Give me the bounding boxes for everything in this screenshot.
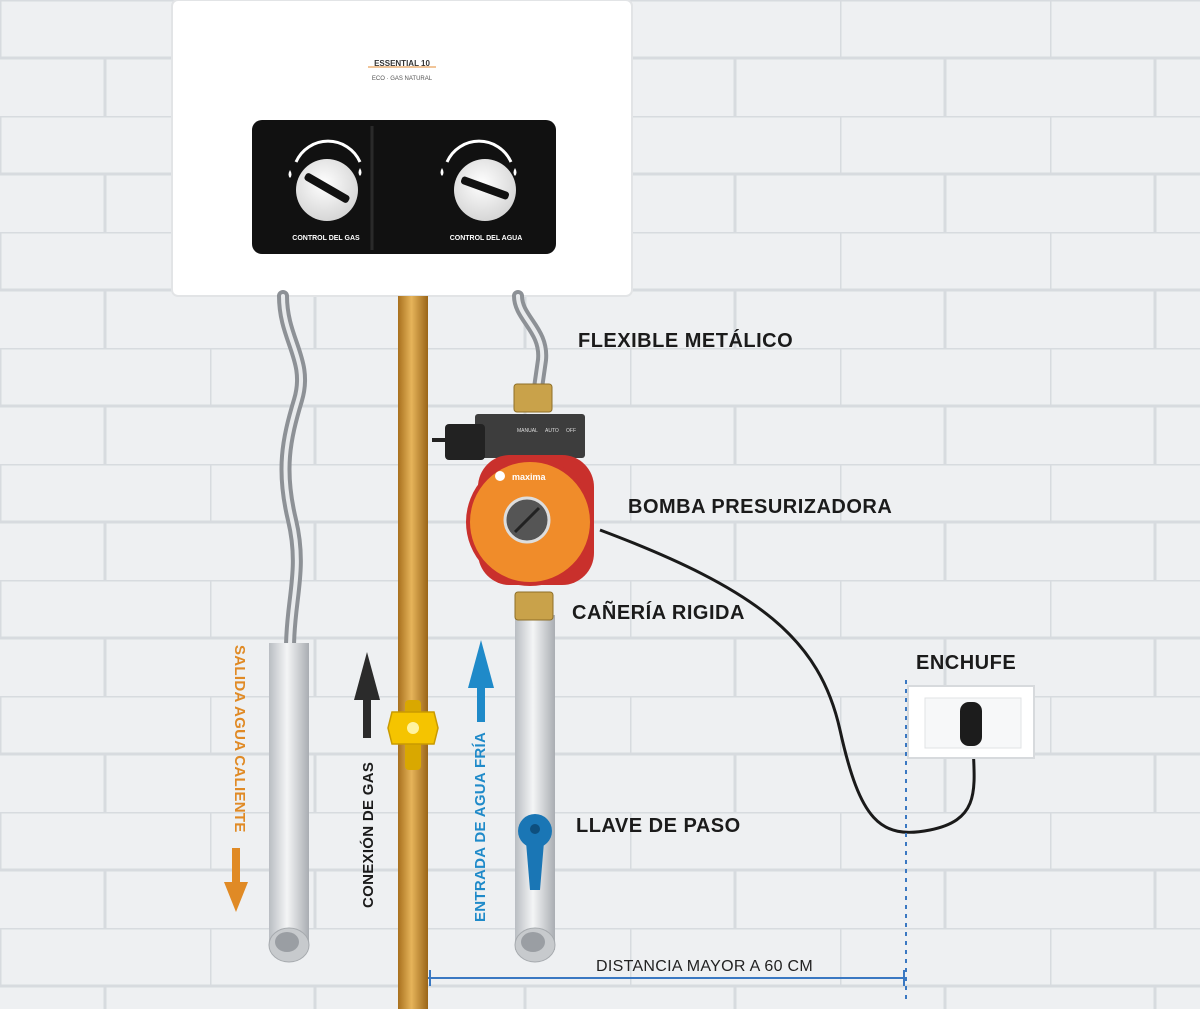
distance-marker (428, 970, 906, 986)
label-flexible: FLEXIBLE METÁLICO (578, 330, 794, 352)
hot-water-arrow (224, 848, 248, 912)
gas-knob[interactable] (288, 139, 362, 221)
pump-switch-off[interactable]: OFF (566, 428, 576, 434)
pump-switch-auto[interactable]: AUTO (545, 428, 559, 434)
gas-pipe (387, 296, 439, 1009)
pressurizer-pump (432, 414, 594, 586)
heater-subtitle: ECO · GAS NATURAL (372, 76, 433, 82)
gas-control-label: CONTROL DEL GAS (292, 235, 360, 242)
label-llave: LLAVE DE PASO (576, 815, 741, 837)
water-knob[interactable] (440, 139, 517, 221)
wall-socket (907, 685, 1035, 759)
shutoff-valve[interactable] (518, 814, 552, 890)
power-cord (599, 528, 976, 834)
label-gas: CONEXIÓN DE GAS (360, 761, 377, 908)
pump-switch-manual[interactable]: MANUAL (517, 428, 538, 434)
water-heater (171, 0, 633, 297)
water-control-label: CONTROL DEL AGUA (450, 235, 523, 242)
label-entrada: ENTRADA DE AGUA FRÍA (472, 731, 489, 922)
label-salida: SALIDA AGUA CALIENTE (231, 645, 248, 833)
cold-water-arrow (468, 640, 494, 722)
gas-valve[interactable] (387, 700, 439, 770)
label-caneria: CAÑERÍA RIGIDA (572, 602, 745, 624)
pump-brand: maxima (512, 472, 547, 482)
heater-brand: ESSENTIAL 10 (374, 59, 430, 68)
label-distancia: DISTANCIA MAYOR A 60 CM (596, 958, 814, 975)
cold-water-line (512, 290, 556, 963)
gas-arrow (354, 652, 380, 738)
hot-water-pipe (268, 290, 310, 963)
label-enchufe: ENCHUFE (916, 652, 1017, 674)
label-bomba: BOMBA PRESURIZADORA (628, 496, 893, 518)
